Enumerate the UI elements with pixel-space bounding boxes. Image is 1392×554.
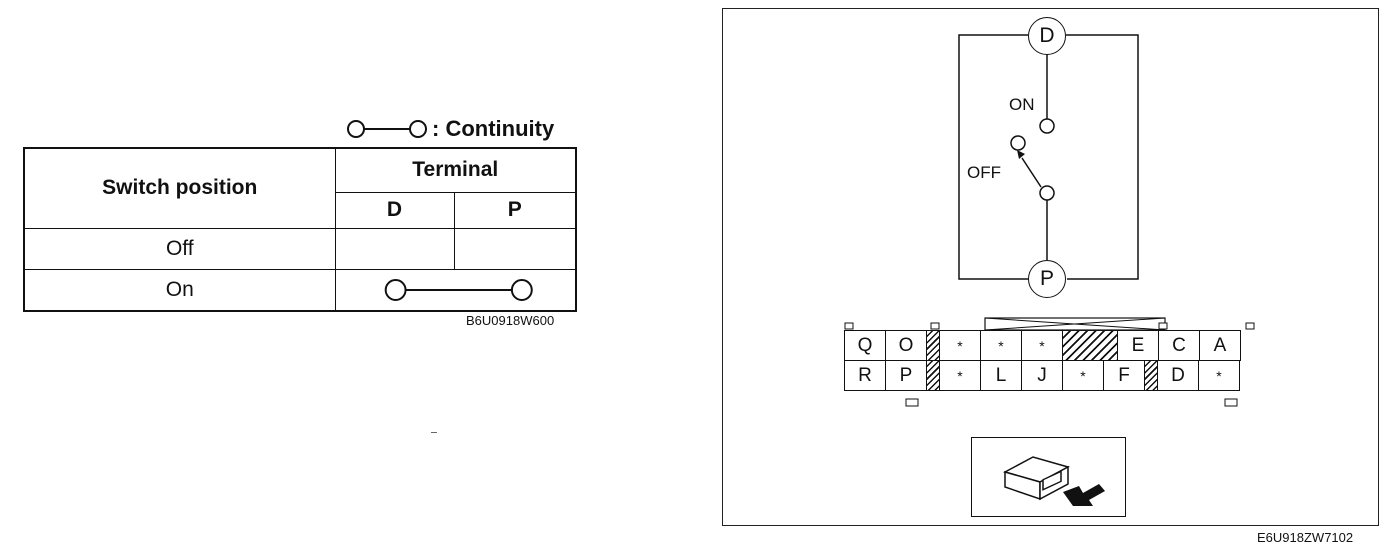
- terminal-d-node: D: [1028, 17, 1066, 55]
- pin: Q: [844, 330, 886, 361]
- row-off-p: [453, 227, 577, 270]
- pin: *: [1198, 360, 1240, 391]
- pin-hatched: [1144, 360, 1158, 391]
- pin: *: [1021, 330, 1063, 361]
- row-position-off: Off: [23, 227, 336, 270]
- pin: *: [980, 330, 1022, 361]
- continuity-legend: : Continuity: [346, 114, 554, 144]
- pin: P: [885, 360, 927, 391]
- figure-code-right: E6U918ZW7102: [1257, 530, 1354, 545]
- pin-hatched: [1062, 330, 1118, 361]
- pin: *: [939, 330, 981, 361]
- row-off-d: [334, 227, 455, 270]
- continuity-symbol-icon: [347, 120, 427, 138]
- continuity-table: Switch position Terminal D P Off On: [23, 147, 577, 312]
- header-terminal-p: P: [453, 191, 577, 229]
- connector-top-row: Q O * * * E C A: [844, 330, 1241, 361]
- row-on-continuity: [334, 268, 577, 312]
- terminal-p-node: P: [1028, 260, 1066, 298]
- pin: D: [1157, 360, 1199, 391]
- stray-mark: [431, 432, 437, 433]
- pin: R: [844, 360, 886, 391]
- pin: *: [1062, 360, 1104, 391]
- pin-hatched: [926, 360, 940, 391]
- table-row: On: [23, 268, 577, 312]
- table-row: Off: [23, 227, 577, 270]
- row-position-on: On: [23, 268, 336, 312]
- pin: E: [1117, 330, 1159, 361]
- connector-view-box: [971, 437, 1126, 517]
- pin: C: [1158, 330, 1200, 361]
- pin: F: [1103, 360, 1145, 391]
- header-terminal: Terminal: [334, 147, 577, 193]
- figure-code-left: B6U0918W600: [466, 313, 555, 328]
- legend-label: : Continuity: [432, 116, 555, 141]
- pin: A: [1199, 330, 1241, 361]
- pin: *: [939, 360, 981, 391]
- pin: O: [885, 330, 927, 361]
- pin-hatched: [926, 330, 940, 361]
- connector-bottom-row: R P * L J * F D *: [844, 360, 1240, 391]
- header-switch-position: Switch position: [23, 147, 336, 229]
- switch-off-label: OFF: [967, 163, 1001, 182]
- pin: J: [1021, 360, 1063, 391]
- switch-on-label: ON: [1009, 95, 1035, 114]
- continuity-mark-icon: [384, 278, 533, 301]
- circuit-wiring: [844, 34, 1255, 506]
- switch-diagram-panel: D P ON OFF Q O * * * E C A R P * L J * F…: [722, 8, 1379, 526]
- connector-view-icon: [1003, 456, 1105, 506]
- header-terminal-d: D: [334, 191, 455, 229]
- pin: L: [980, 360, 1022, 391]
